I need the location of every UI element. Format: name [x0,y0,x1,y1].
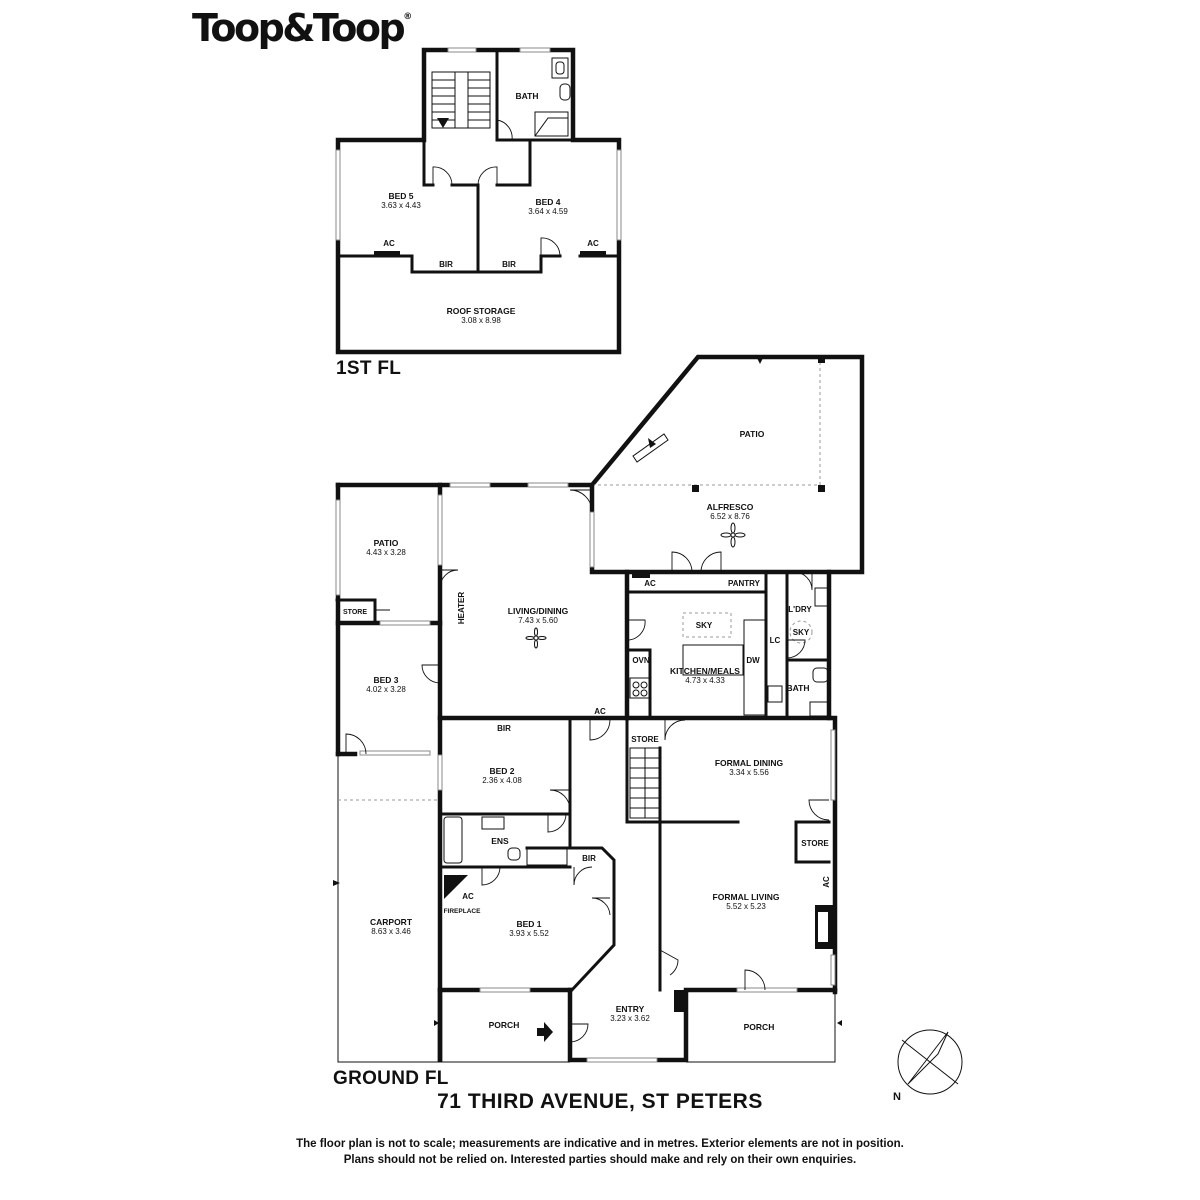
disclaimer-line-2: Plans should not be relied on. Intereste… [343,1154,857,1166]
fixture-oven: OVN [632,656,650,665]
fixture-store-formal: STORE [801,839,829,848]
fixture-sky-kitchen: SKY [696,621,713,630]
ground-floor-label: GROUND FL [333,1068,449,1089]
room-patio-left-dim: 4.43 x 3.28 [366,548,406,557]
room-living-dim: 7.43 x 5.60 [518,616,558,625]
fixture-ac-living: AC [594,707,606,716]
fixture-bir-bed2: BIR [497,724,511,733]
room-bed3-name: BED 3 [373,675,398,685]
fixture-heater: HEATER [457,592,466,625]
fixture-pantry: PANTRY [728,579,761,588]
disclaimer: The floor plan is not to scale; measurem… [0,1136,1200,1168]
room-formal-dining-dim: 3.34 x 5.56 [729,768,769,777]
fixture-sky-laundry: SKY [793,628,810,637]
fixture-lc: LC [770,636,781,645]
room-living-name: LIVING/DINING [508,606,569,616]
room-alfresco-dim: 6.52 x 8.76 [710,512,750,521]
disclaimer-line-1: The floor plan is not to scale; measurem… [296,1138,904,1150]
room-laundry: L'DRY [788,605,812,614]
room-bed5-dim: 3.63 x 4.43 [381,201,421,210]
room-patio-left-name: PATIO [374,538,399,548]
fixture-bir-bed4: BIR [502,260,516,269]
fixture-ac-bed4: AC [587,239,599,248]
compass-north-label: N [893,1091,901,1103]
first-floor-label: 1ST FL [336,358,402,379]
first-floor-plan [335,47,622,355]
company-logo: Toop&Toop® [192,6,413,50]
room-bed1-name: BED 1 [516,919,541,929]
fixture-fireplace: FIREPLACE [444,908,482,915]
ground-floor-plan: N [333,354,963,1103]
fixture-ac-bed5: AC [383,239,395,248]
room-alfresco-name: ALFRESCO [707,502,754,512]
room-bed2-name: BED 2 [489,766,514,776]
room-bed5-name: BED 5 [388,191,413,201]
room-carport-dim: 8.63 x 3.46 [371,927,411,936]
fixture-ac-bed1: AC [462,892,474,901]
room-kitchen-name: KITCHEN/MEALS [670,666,740,676]
room-patio-top: PATIO [740,429,765,439]
room-ensuite: ENS [491,836,509,846]
room-roof-storage-dim: 3.08 x 8.98 [461,316,501,325]
room-bath-upstairs: BATH [516,91,539,101]
property-address: 71 THIRD AVENUE, ST PETERS [437,1090,763,1113]
fixture-bir-bed1: BIR [582,854,596,863]
room-entry-dim: 3.23 x 3.62 [610,1014,650,1023]
fixture-dishwasher: DW [746,656,760,665]
fixture-ac-formal: AC [822,876,831,888]
room-bed4-dim: 3.64 x 4.59 [528,207,568,216]
room-formal-dining-name: FORMAL DINING [715,758,784,768]
room-kitchen-dim: 4.73 x 4.33 [685,676,725,685]
room-bed3-dim: 4.02 x 3.28 [366,685,406,694]
room-formal-living-dim: 5.52 x 5.23 [726,902,766,911]
room-carport-name: CARPORT [370,917,413,927]
room-bath-downstairs: BATH [787,683,810,693]
fixture-bir-bed5: BIR [439,260,453,269]
fixture-ac-kitchen: AC [644,579,656,588]
room-entry-name: ENTRY [616,1004,645,1014]
room-porch-left: PORCH [489,1020,520,1030]
compass-rose: N [893,1029,963,1103]
room-bed4-name: BED 4 [535,197,560,207]
room-bed2-dim: 2.36 x 4.08 [482,776,522,785]
fixture-store-patio: STORE [343,609,367,616]
fixture-store-hall: STORE [631,735,659,744]
room-formal-living-name: FORMAL LIVING [713,892,780,902]
room-porch-right: PORCH [744,1022,775,1032]
room-roof-storage-name: ROOF STORAGE [447,306,516,316]
room-bed1-dim: 3.93 x 5.52 [509,929,549,938]
